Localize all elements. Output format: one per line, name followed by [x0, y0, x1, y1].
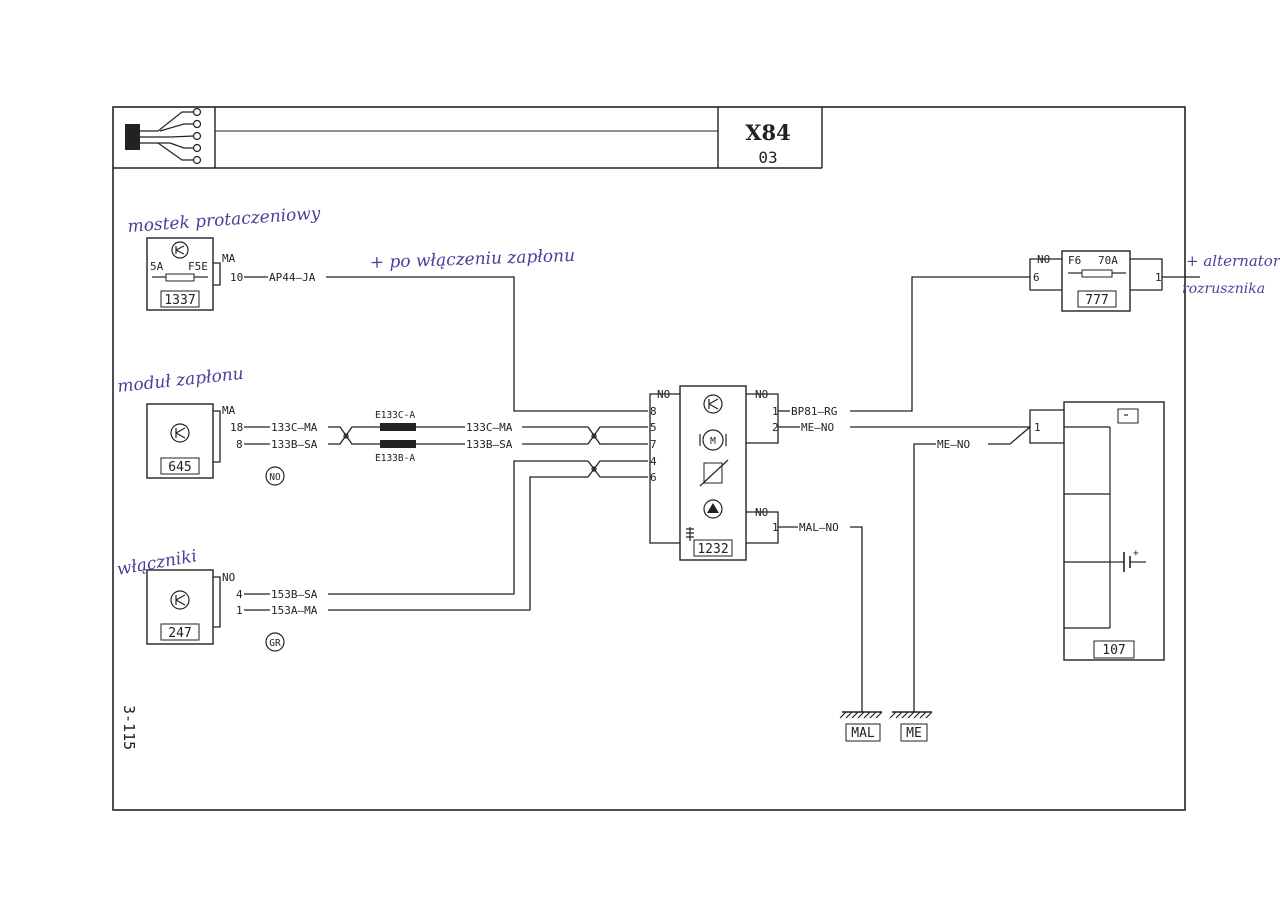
connector-e133b: E133B-A: [375, 453, 415, 464]
note-1337: mostek protaczeniowy: [127, 204, 322, 237]
svg-text:153B—SA: 153B—SA: [271, 588, 318, 601]
svg-text:133C—MA: 133C—MA: [466, 421, 513, 434]
component-1337: 5A F5E 1337: [146, 237, 214, 311]
svg-text:MAL—NO: MAL—NO: [799, 521, 839, 534]
svg-text:7: 7: [650, 438, 657, 451]
svg-text:4: 4: [236, 588, 243, 601]
svg-text:18: 18: [230, 421, 243, 434]
note-1337-b: + po włączeniu zapłonu: [369, 246, 575, 273]
svg-text:+: +: [1133, 548, 1139, 559]
svg-text:153A—MA: 153A—MA: [271, 604, 318, 617]
svg-text:GR: GR: [269, 638, 281, 649]
diagram-frame: [112, 106, 1186, 811]
svg-text:1: 1: [1034, 421, 1041, 434]
svg-text:2: 2: [772, 421, 779, 434]
label-1337: 1337: [164, 293, 195, 308]
note-777-b: rozrusznika: [1182, 281, 1265, 297]
note-645: moduł zapłonu: [116, 364, 244, 397]
svg-text:NO: NO: [269, 472, 281, 483]
svg-text:5: 5: [650, 421, 657, 434]
svg-text:6: 6: [650, 471, 657, 484]
svg-text:10: 10: [230, 271, 243, 284]
svg-text:8: 8: [650, 405, 657, 418]
svg-text:1: 1: [236, 604, 243, 617]
svg-text:NO: NO: [657, 388, 670, 401]
wire-ap44: AP44—JA: [269, 271, 316, 284]
ground-mal: MAL: [839, 711, 883, 742]
tag-no-icon: [265, 466, 285, 486]
svg-text:133B—SA: 133B—SA: [466, 438, 513, 451]
page-reference: 3-115: [120, 705, 138, 750]
component-1232: M 1232: [679, 385, 747, 561]
label-777: 777: [1085, 293, 1108, 308]
note-777-a: + alternator: [1186, 252, 1280, 270]
svg-text:5A: 5A: [150, 260, 164, 273]
svg-text:F5E: F5E: [188, 260, 208, 273]
svg-text:70A: 70A: [1098, 254, 1118, 267]
svg-text:8: 8: [236, 438, 243, 451]
connector-logo-icon: [125, 107, 202, 165]
svg-text:M: M: [710, 436, 716, 447]
svg-text:NO: NO: [755, 388, 768, 401]
svg-text:133B—SA: 133B—SA: [271, 438, 318, 451]
svg-text:NO: NO: [1037, 253, 1050, 266]
component-645: 645: [146, 403, 214, 479]
component-777: F6 70A 777: [1061, 250, 1131, 312]
label-107: 107: [1102, 643, 1125, 658]
svg-text:ME: ME: [906, 726, 922, 741]
svg-text:1: 1: [772, 521, 779, 534]
component-247: 247: [146, 569, 214, 645]
svg-text:MA: MA: [222, 252, 236, 265]
connector-e133c: E133C-A: [375, 410, 415, 421]
svg-text:MAL: MAL: [851, 726, 875, 741]
component-107: + 107: [1063, 401, 1165, 661]
svg-text:4: 4: [650, 455, 657, 468]
svg-text:1: 1: [1155, 271, 1162, 284]
svg-text:NO: NO: [222, 571, 235, 584]
label-645: 645: [168, 460, 191, 475]
svg-text:MA: MA: [222, 404, 236, 417]
svg-text:F6: F6: [1068, 254, 1081, 267]
svg-text:6: 6: [1033, 271, 1040, 284]
svg-text:133C—MA: 133C—MA: [271, 421, 318, 434]
ground-me: ME: [889, 711, 933, 742]
header-code: X84: [745, 120, 791, 145]
svg-text:ME—NO: ME—NO: [937, 438, 970, 451]
header-sub: 03: [758, 148, 777, 167]
svg-text:ME—NO: ME—NO: [801, 421, 834, 434]
svg-text:BP81—RG: BP81—RG: [791, 405, 837, 418]
tag-gr-icon: [265, 632, 285, 652]
label-247: 247: [168, 626, 191, 641]
label-1232: 1232: [697, 542, 728, 557]
svg-text:NO: NO: [755, 506, 768, 519]
svg-text:1: 1: [772, 405, 779, 418]
